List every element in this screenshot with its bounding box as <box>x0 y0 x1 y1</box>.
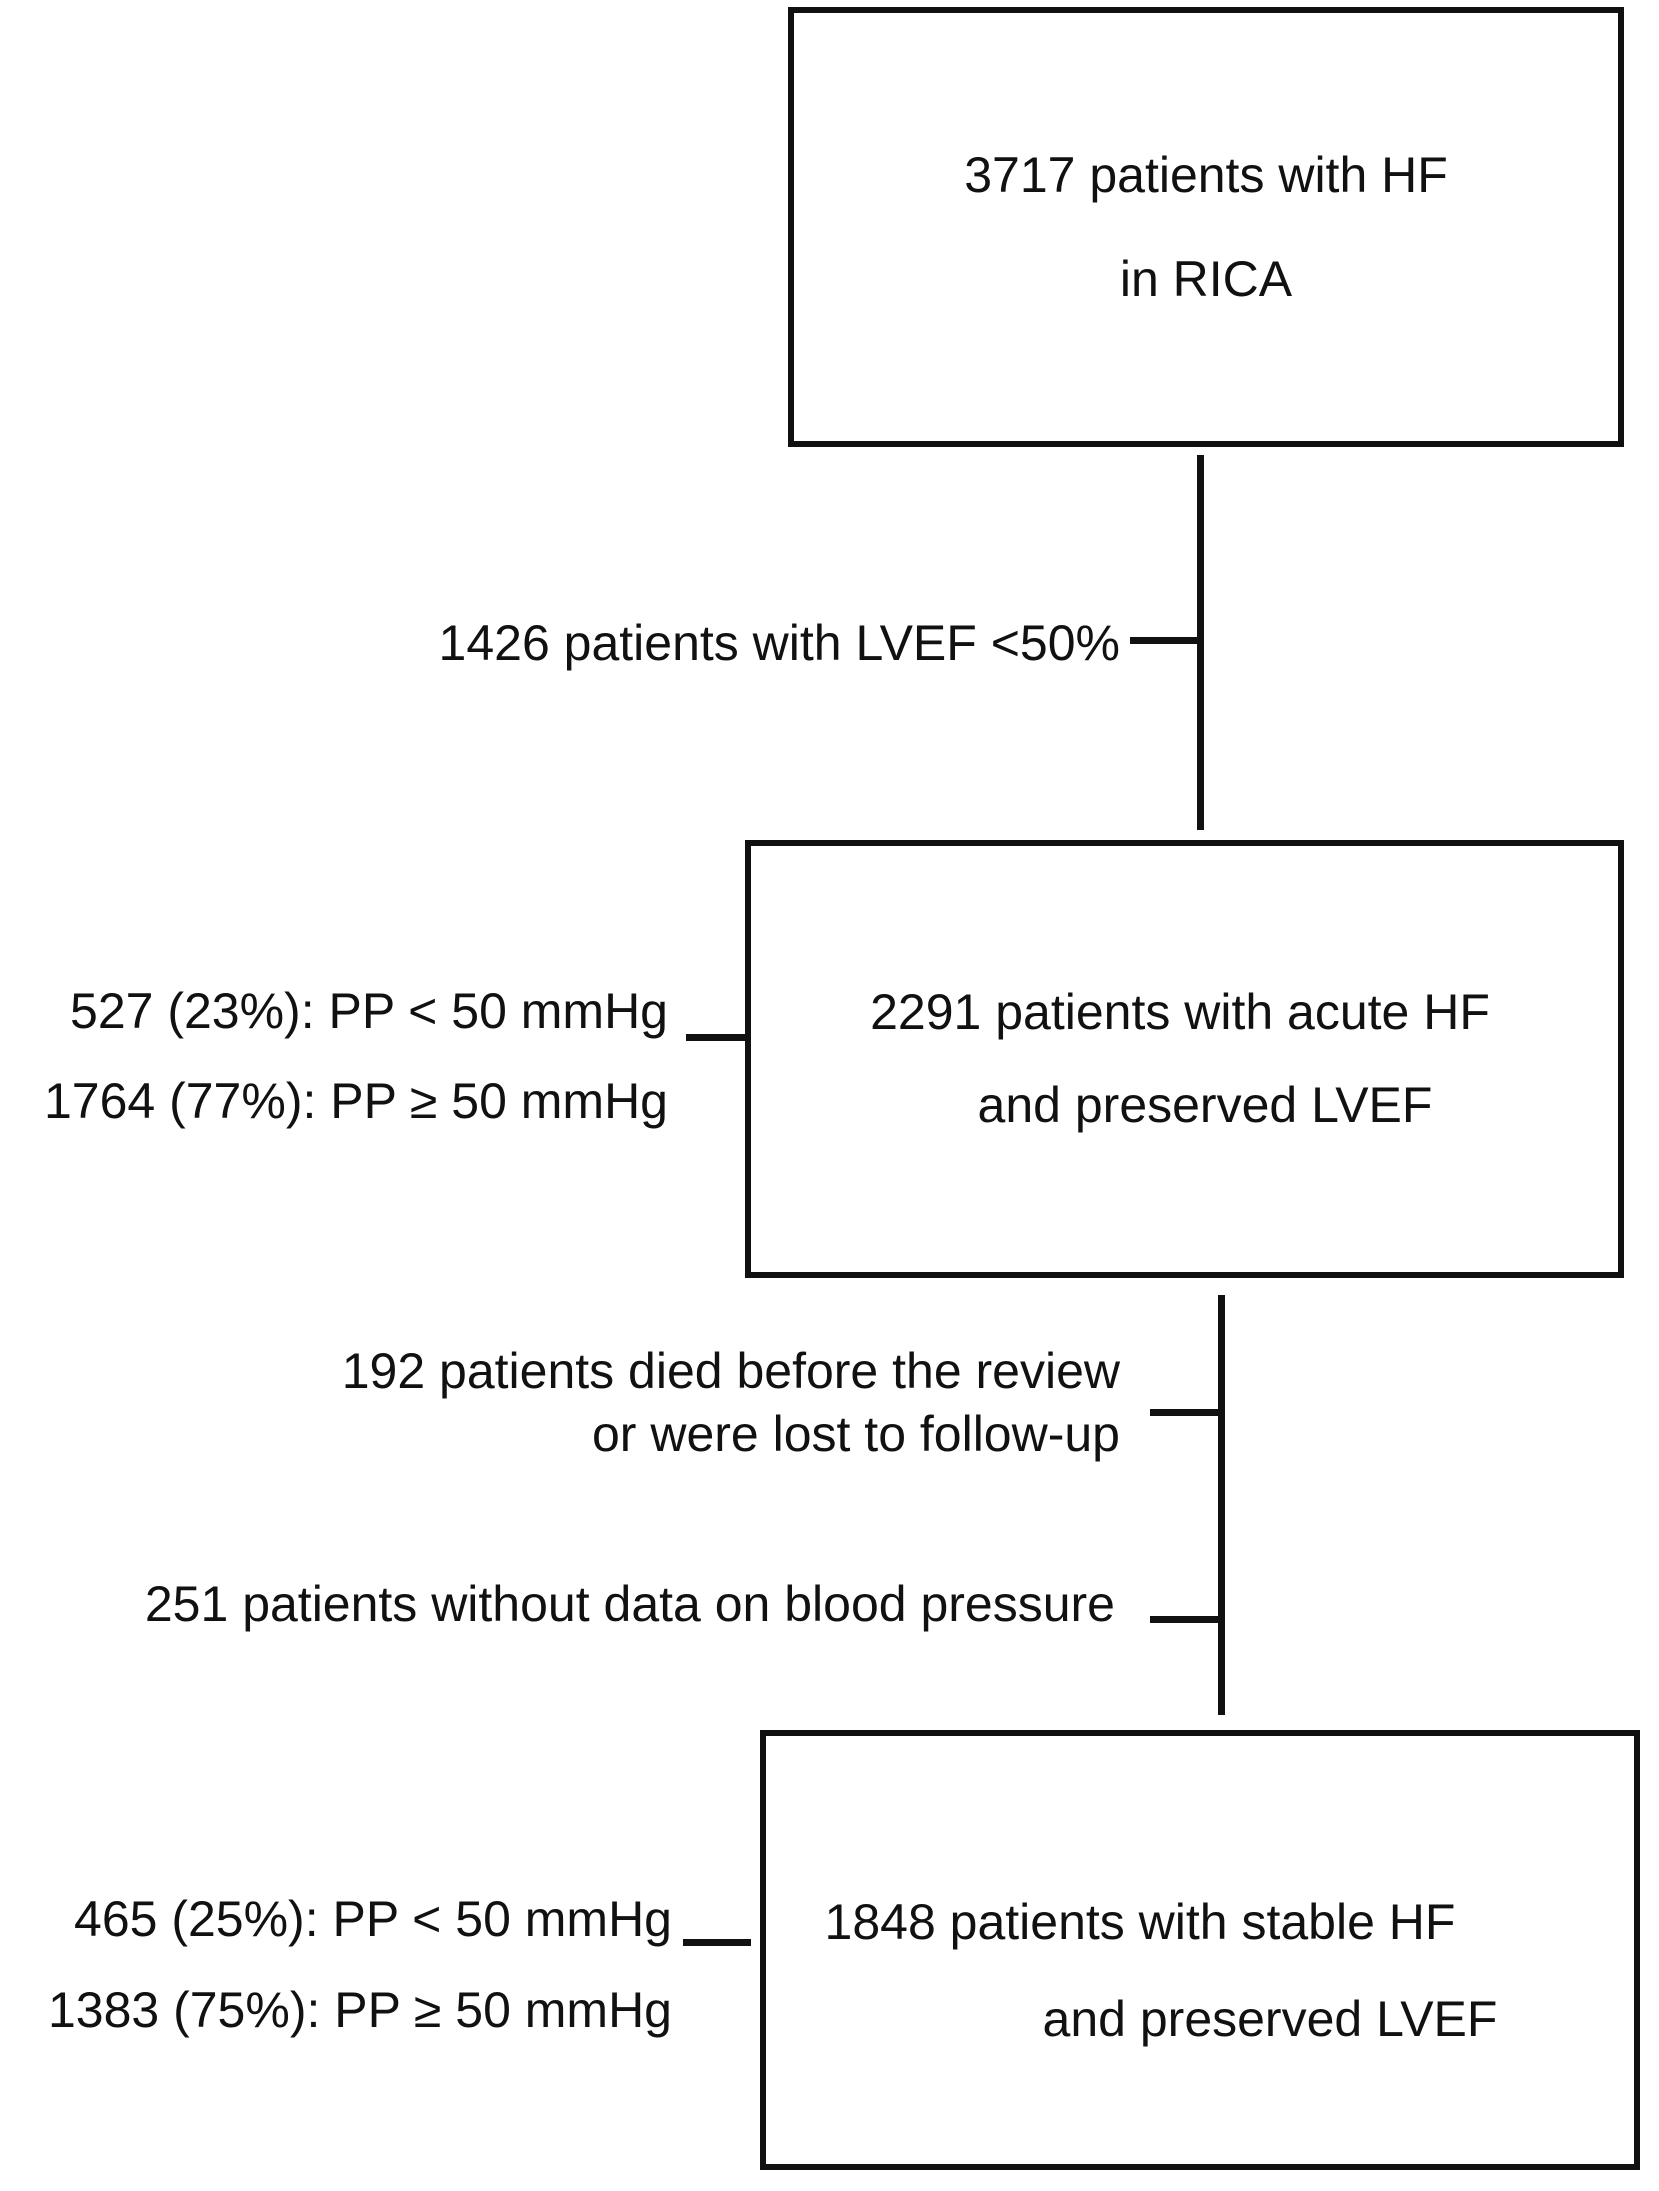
exclusion-tick-3 <box>1150 1616 1220 1623</box>
box-all-patients-line2: in RICA <box>1119 251 1293 307</box>
box-stable-hf-line2: and preserved LVEF <box>1042 1991 1498 2047</box>
box-acute-hf-line1: 2291 patients with acute HF <box>870 984 1490 1040</box>
exclusion-tick-1 <box>1130 637 1200 644</box>
box-acute-hf-line2: and preserved LVEF <box>977 1077 1433 1133</box>
box-stable-hf <box>760 1730 1640 2170</box>
exclusion-bp-label: 251 patients without data on blood press… <box>144 1576 1115 1632</box>
connector-line-2 <box>1218 1295 1225 1715</box>
split3-high-label: 1383 (75%): PP ≥ 50 mmHg <box>47 1982 672 2038</box>
exclusion-tick-2 <box>1150 1409 1220 1416</box>
connector-line-1 <box>1197 455 1204 830</box>
split3-low-label: 465 (25%): PP < 50 mmHg <box>74 1891 672 1947</box>
box-acute-hf <box>745 840 1624 1278</box>
split2-low-label: 527 (23%): PP < 50 mmHg <box>70 983 668 1039</box>
box-all-patients-line1: 3717 patients with HF <box>964 147 1448 203</box>
split-tick-2 <box>686 1034 748 1041</box>
box-all-patients <box>788 7 1624 447</box>
exclusion-died-line1: 192 patients died before the review <box>341 1343 1120 1399</box>
split-tick-3 <box>683 1939 751 1946</box>
box-stable-hf-line1: 1848 patients with stable HF <box>824 1894 1456 1950</box>
exclusion-died-line2: or were lost to follow-up <box>591 1406 1120 1462</box>
split2-high-label: 1764 (77%): PP ≥ 50 mmHg <box>43 1073 668 1129</box>
exclusion-lvef-label: 1426 patients with LVEF <50% <box>438 615 1120 671</box>
